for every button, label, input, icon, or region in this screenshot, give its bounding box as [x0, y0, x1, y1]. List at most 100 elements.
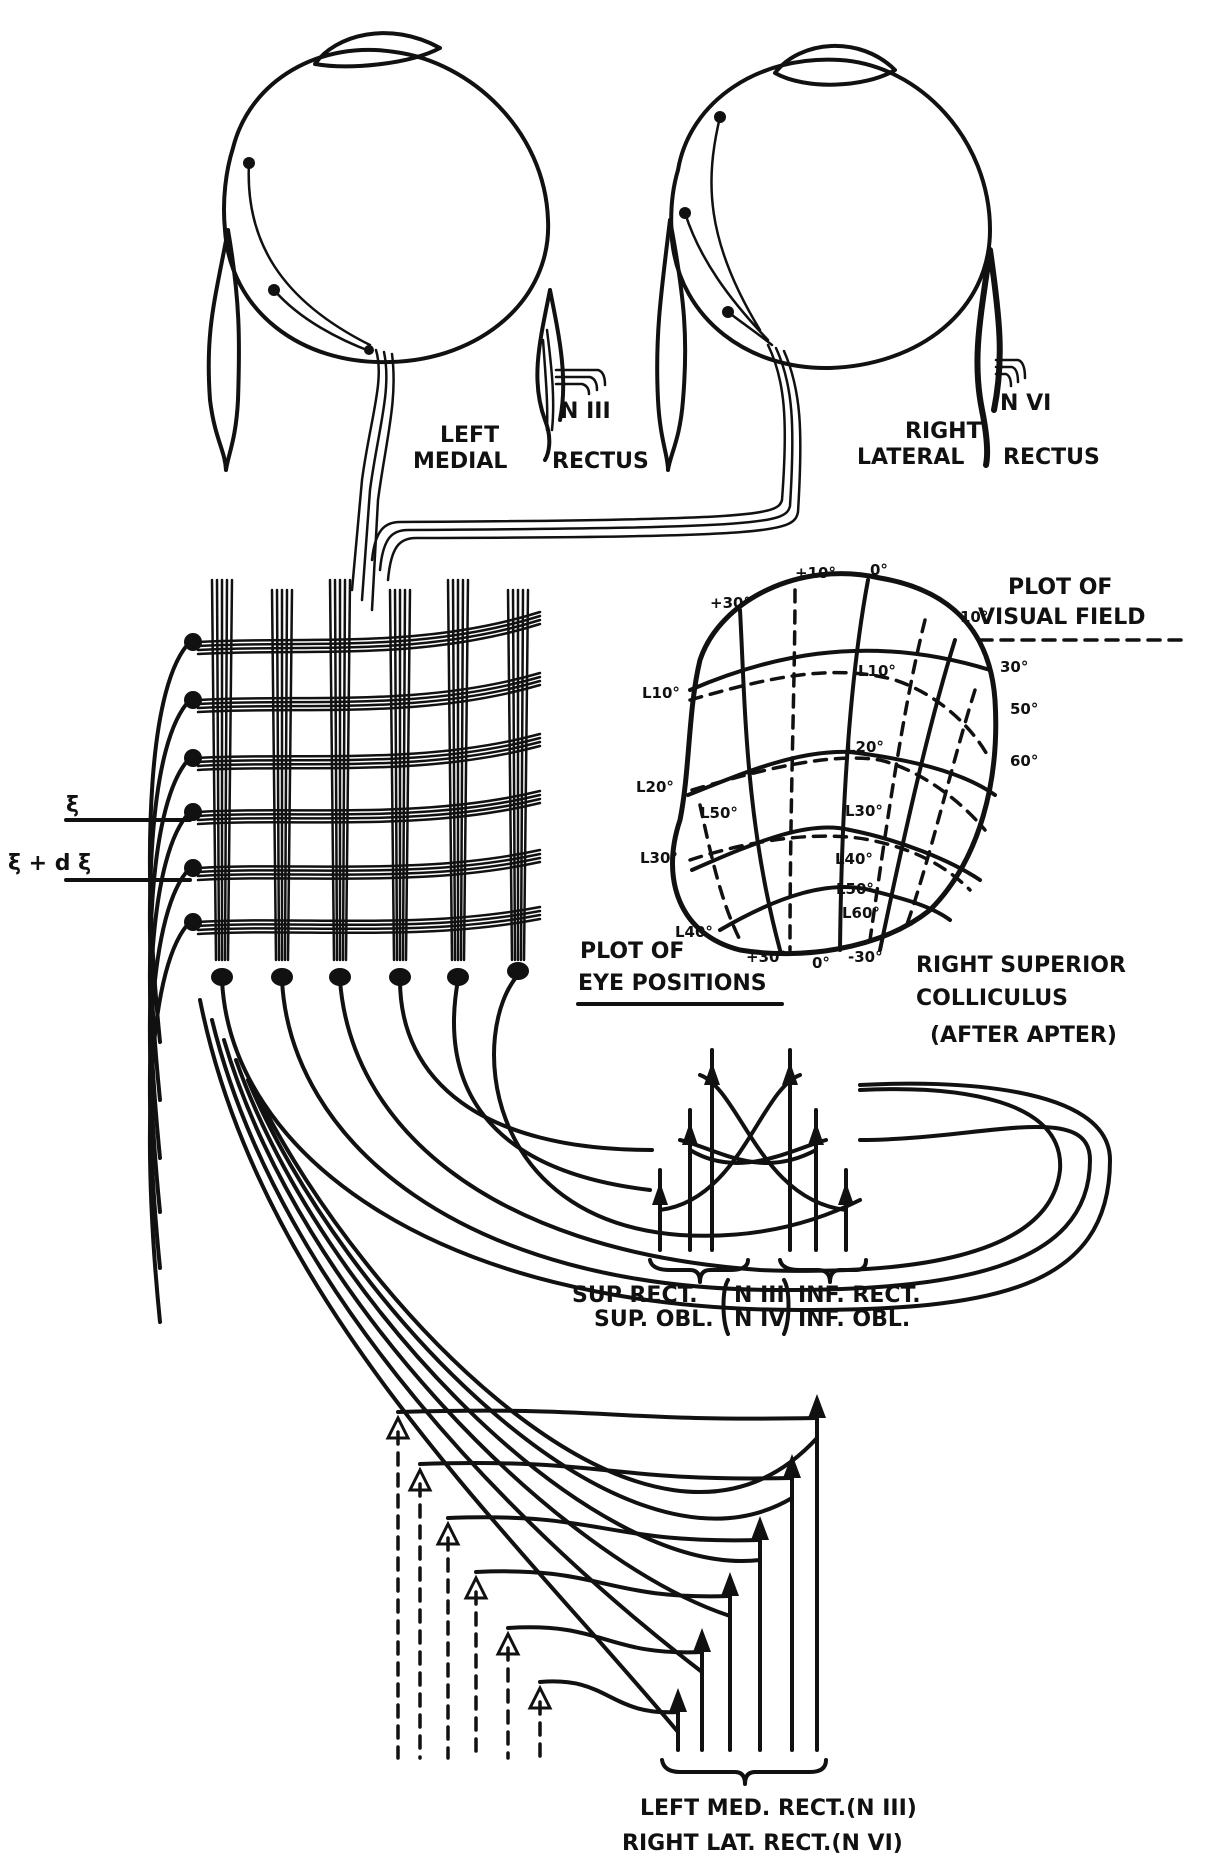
svg-text:RIGHT: RIGHT	[905, 419, 982, 444]
grid-row-fiber	[196, 909, 542, 928]
colliculus-name: RIGHT SUPERIOR COLLICULUS (AFTER APTER)	[916, 953, 1126, 1048]
neural-grid	[148, 578, 542, 1324]
grid-row-fiber	[196, 797, 542, 822]
svg-text:RECTUS: RECTUS	[552, 449, 649, 474]
grid-column-fiber	[459, 578, 465, 962]
svg-text:L40°: L40°	[675, 923, 713, 941]
svg-text:(AFTER APTER): (AFTER APTER)	[930, 1023, 1117, 1048]
grid-column-fiber	[522, 588, 530, 962]
grid-row-output	[148, 756, 192, 1160]
grid-row-fiber	[196, 852, 542, 874]
svg-text:MEDIAL: MEDIAL	[413, 449, 507, 474]
grid-column-fiber	[451, 578, 457, 962]
grid-output-cells	[211, 962, 529, 986]
left-optic-axons	[350, 348, 395, 612]
open-nucleus-triangle	[385, 1414, 411, 1440]
grid-row-fiber	[196, 679, 542, 710]
xi-inputs: ξ ξ + d ξ	[8, 793, 192, 882]
xi-label: ξ	[66, 793, 79, 818]
svg-text:L60°: L60°	[842, 904, 880, 922]
grid-column-fiber	[511, 588, 517, 962]
xi-plus-dxi-label: ξ + d ξ	[8, 851, 91, 876]
right-eyeball	[669, 57, 992, 371]
grid-row-fiber	[196, 744, 542, 772]
svg-text:-30°: -30°	[848, 948, 883, 966]
visual-field-grid	[688, 670, 992, 762]
grid-column-fiber	[328, 578, 336, 962]
left-cornea	[313, 31, 442, 69]
grid-column-fiber	[333, 578, 339, 962]
grid-row-fiber	[196, 675, 542, 706]
right-eye	[370, 43, 1027, 582]
horizontal-link	[474, 1569, 732, 1599]
svg-text:+30°: +30°	[710, 594, 751, 612]
svg-text:+30°: +30°	[746, 948, 787, 966]
right-cornea	[773, 43, 897, 87]
grid-row-fiber	[196, 610, 542, 644]
svg-text:60°: 60°	[1010, 752, 1038, 770]
svg-text:RIGHT SUPERIOR: RIGHT SUPERIOR	[916, 953, 1126, 978]
svg-text:RIGHT LAT. RECT.(N VI): RIGHT LAT. RECT.(N VI)	[622, 1831, 903, 1856]
svg-text:0°: 0°	[812, 954, 830, 972]
grid-row-fiber	[196, 905, 542, 924]
grid-row-output	[148, 810, 192, 1214]
grid-row-fiber	[196, 917, 542, 936]
grid-column-fiber	[341, 578, 347, 962]
left-lateral-muscle	[206, 228, 241, 472]
svg-text:SUP RECT.: SUP RECT.	[572, 1283, 698, 1308]
svg-text:L20°: L20°	[636, 778, 674, 796]
svg-text:COLLICULUS: COLLICULUS	[916, 986, 1068, 1011]
grid-row-fiber	[196, 614, 542, 648]
open-nucleus-triangle	[463, 1574, 489, 1600]
horizontal-link	[538, 1679, 680, 1715]
svg-text:L50°: L50°	[700, 804, 738, 822]
grid-column-fiber	[404, 588, 412, 962]
colliculus-map: +30° +10° 0° 10° 30° 50° 60° L10° L20° L…	[636, 561, 1038, 972]
grid-row-fiber	[196, 732, 542, 760]
svg-text:L20°: L20°	[846, 738, 884, 756]
colliculus-projection	[198, 998, 680, 1734]
svg-text:L10°: L10°	[642, 684, 680, 702]
grid-row-fiber	[196, 622, 542, 656]
filled-nucleus-triangle	[751, 1516, 769, 1540]
grid-row-fiber	[196, 618, 542, 652]
horizontal-link	[506, 1625, 704, 1655]
svg-text:VISUAL FIELD: VISUAL FIELD	[978, 605, 1145, 630]
svg-text:10°: 10°	[960, 608, 988, 626]
eye-positions-legend: PLOT OF EYE POSITIONS	[576, 939, 784, 1006]
grid-row-output	[148, 920, 192, 1324]
left-medial-rectus-label: LEFT MEDIAL RECTUS N III	[413, 399, 649, 474]
filled-nucleus-triangle	[693, 1628, 711, 1652]
grid-row-fiber	[196, 793, 542, 818]
right-lateral-left-muscle	[655, 218, 688, 472]
grid-row-output	[148, 866, 192, 1270]
horizontal-link	[396, 1408, 819, 1421]
filled-nucleus-triangle	[721, 1572, 739, 1596]
horizontal-nuclei-label: LEFT MED. RECT.(N III) RIGHT LAT. RECT.(…	[622, 1758, 917, 1856]
nerve-vi-label: N VI	[1000, 391, 1051, 416]
grid-row-fiber	[196, 856, 542, 878]
open-nucleus-triangle	[495, 1630, 521, 1656]
svg-text:SUP. OBL.: SUP. OBL.	[594, 1307, 714, 1332]
grid-column-fiber	[388, 588, 396, 962]
svg-text:N III: N III	[734, 1283, 785, 1308]
svg-text:LATERAL: LATERAL	[857, 445, 964, 470]
svg-text:LEFT MED. RECT.(N III): LEFT MED. RECT.(N III)	[640, 1796, 917, 1821]
svg-text:EYE POSITIONS: EYE POSITIONS	[578, 971, 767, 996]
filled-nucleus-triangle	[783, 1454, 801, 1478]
svg-text:0°: 0°	[870, 561, 888, 579]
grid-column-fiber	[270, 588, 278, 962]
vertical-projections	[220, 973, 1112, 1312]
svg-text:INF. OBL.: INF. OBL.	[798, 1307, 910, 1332]
svg-text:PLOT OF: PLOT OF	[1008, 575, 1112, 600]
left-medial-muscle	[535, 288, 566, 462]
grid-row-fiber	[196, 801, 542, 826]
right-lateral-rectus-muscle	[974, 247, 1003, 468]
grid-row-fiber	[196, 736, 542, 764]
filled-nucleus-triangle	[669, 1688, 687, 1712]
open-nucleus-triangle	[407, 1466, 433, 1492]
grid-column-fiber	[344, 578, 352, 962]
svg-text:PLOT OF: PLOT OF	[580, 939, 684, 964]
svg-text:N IV: N IV	[734, 1307, 785, 1332]
